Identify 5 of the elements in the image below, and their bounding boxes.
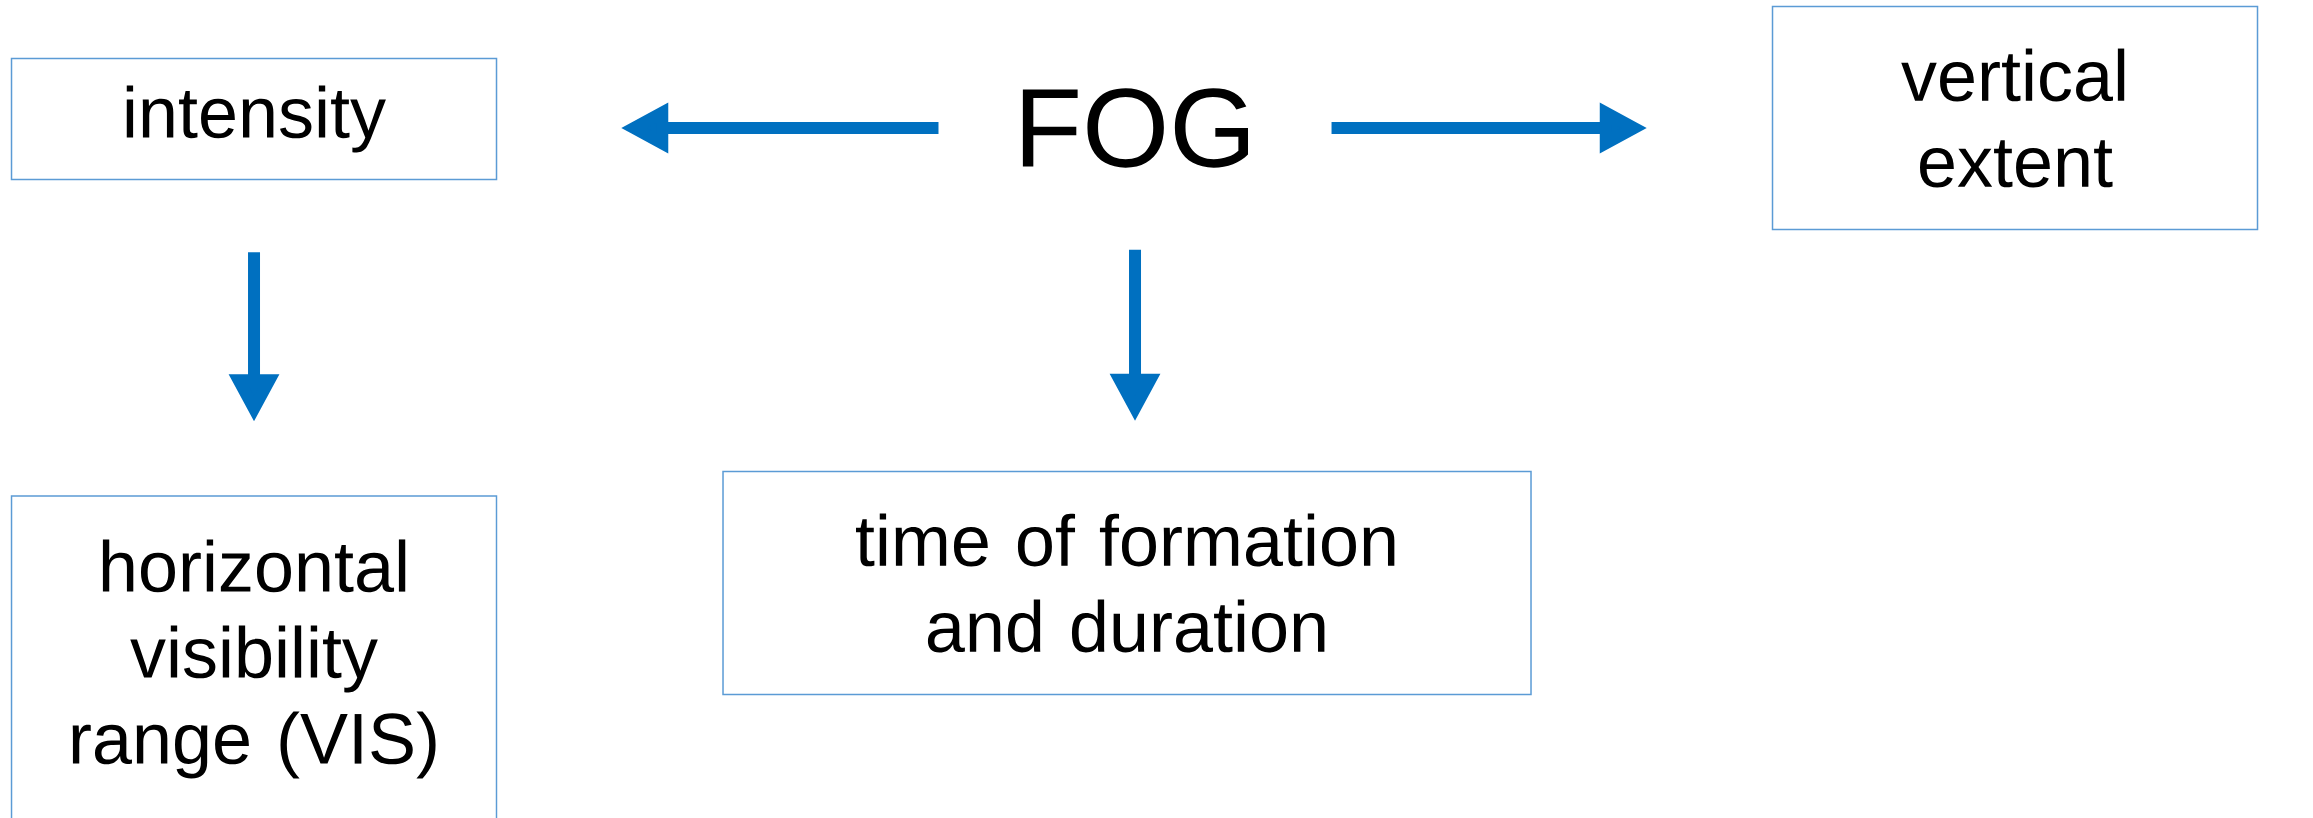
process-box: time of formation and duration [722,470,1532,696]
process-box: intensity [10,57,498,181]
process-box: horizontal visibility range (VIS) [10,495,498,818]
process-box: vertical extent [1771,5,2259,231]
title-text: FOG [1022,88,1248,168]
